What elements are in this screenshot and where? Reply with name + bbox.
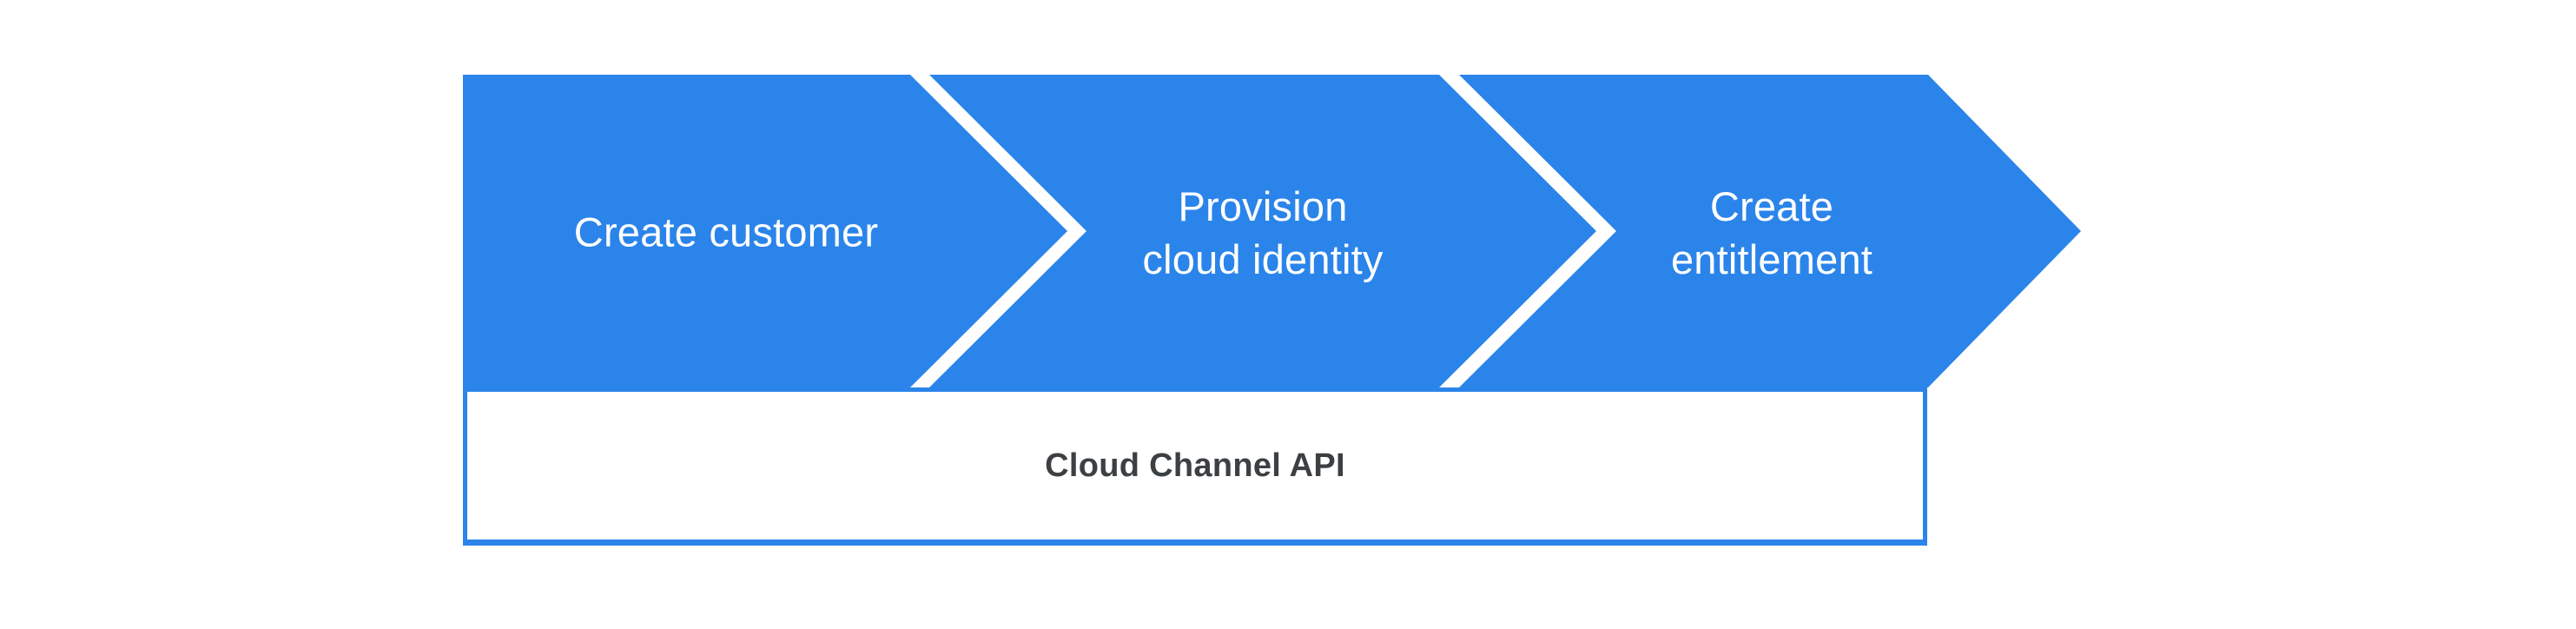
step-2-label: Provision cloud identity [1142, 183, 1384, 282]
chevron-step-1-shape [463, 75, 1067, 387]
chevron-step-3-shape [1459, 75, 2081, 387]
api-bar: Cloud Channel API [463, 387, 1927, 546]
step-3-label: Create entitlement [1670, 183, 1873, 282]
api-bar-label: Cloud Channel API [1045, 447, 1345, 484]
chevron-step-2-shape [929, 75, 1596, 387]
step-1-label: Create customer [573, 209, 879, 255]
